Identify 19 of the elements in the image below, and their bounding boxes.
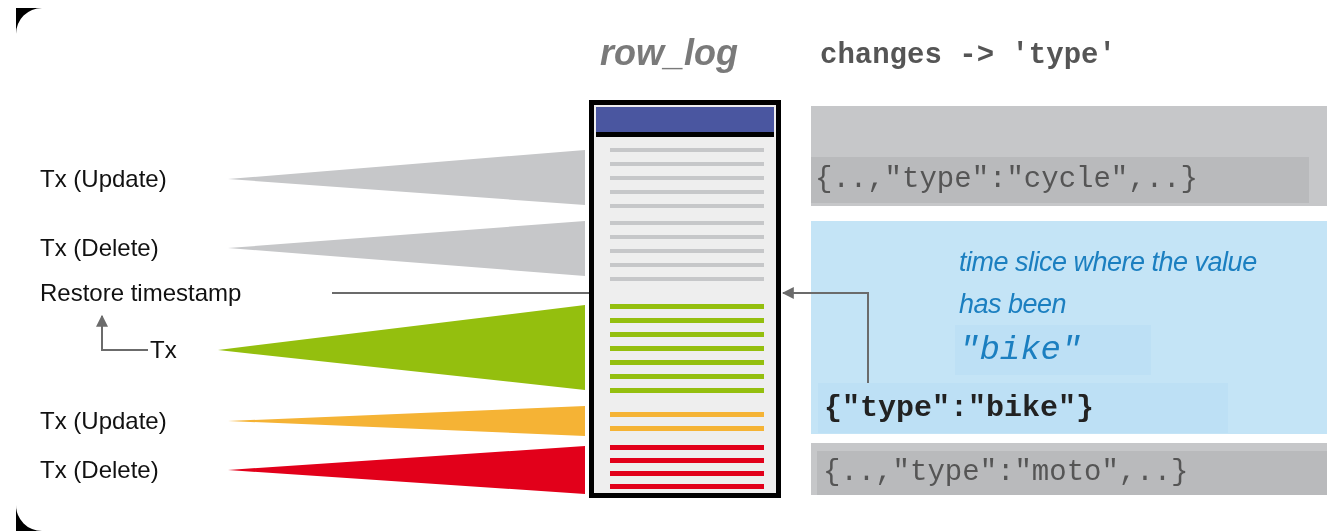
transaction-label: Restore timestamp — [40, 276, 330, 310]
time-slice-band — [811, 221, 1327, 434]
json-snippet: {"type":"bike"} — [818, 383, 1228, 433]
json-snippet: {..,"type":"cycle",..} — [811, 157, 1309, 203]
table-title: row_log — [600, 31, 738, 75]
value-text: "bike" — [955, 325, 1151, 375]
column-heading: changes -> 'type' — [820, 38, 1116, 74]
transaction-label: Tx (Update) — [40, 404, 220, 438]
connector-line — [331, 292, 590, 294]
transaction-label: Tx (Delete) — [40, 231, 220, 265]
transaction-label: Tx — [150, 333, 210, 367]
transaction-label: Tx (Delete) — [40, 453, 220, 487]
arrow — [781, 287, 869, 384]
json-snippet: {..,"type":"moto",..} — [817, 451, 1327, 495]
arrow — [96, 314, 149, 351]
time-slice-band — [811, 106, 1327, 206]
annotation-text: time slice where the value has been — [959, 246, 1258, 321]
transaction-label: Tx (Update) — [40, 162, 220, 196]
time-slice-band — [811, 443, 1327, 495]
